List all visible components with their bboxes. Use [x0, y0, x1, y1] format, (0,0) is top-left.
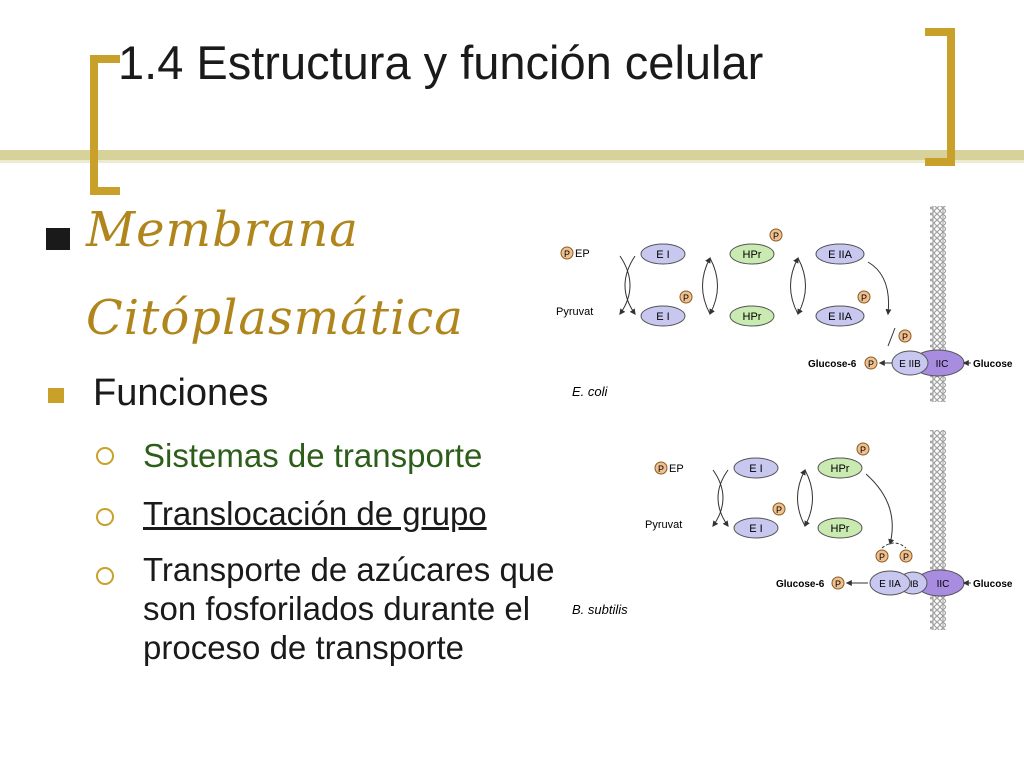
- slide-title: 1.4 Estructura y función celular: [118, 36, 764, 89]
- ecoli-hpr-top: [729, 243, 775, 265]
- svg-text:P: P: [902, 332, 908, 342]
- svg-text:P: P: [658, 464, 664, 474]
- ecoli-hpr-bottom: [729, 305, 775, 327]
- heading-line-2: Citóplasmática: [86, 290, 464, 346]
- svg-text:E IIA: E IIA: [828, 249, 853, 261]
- bsub-pep-label: EP: [669, 463, 684, 475]
- bsub-panel: P EP Pyruvat E I E I P HPr P HPr P P IIC…: [572, 430, 1013, 630]
- svg-text:HPr: HPr: [831, 463, 850, 475]
- header-rule: [0, 150, 1024, 160]
- svg-text:E I: E I: [656, 249, 669, 261]
- svg-text:HPr: HPr: [743, 249, 762, 261]
- header-rule-shadow: [0, 160, 1024, 163]
- svg-text:IIC: IIC: [937, 579, 950, 590]
- svg-text:E IIA: E IIA: [879, 579, 901, 590]
- ecoli-pyruvat-label: Pyruvat: [556, 306, 593, 318]
- ecoli-pep-p-label: P: [564, 249, 570, 259]
- svg-text:P: P: [861, 293, 867, 303]
- svg-text:E I: E I: [749, 523, 762, 535]
- ecoli-pep-label: EP: [575, 248, 590, 260]
- svg-text:P: P: [879, 552, 885, 562]
- list-item-sugar-transport: Transporte de azúcares que son fosforila…: [143, 551, 555, 666]
- ecoli-pep-p-icon: [560, 246, 574, 260]
- ecoli-organism-label: E. coli: [572, 384, 609, 399]
- svg-text:IIC: IIC: [936, 359, 949, 370]
- svg-text:HPr: HPr: [743, 311, 762, 323]
- ecoli-panel: P EP Pyruvat E I E I P HPr P HPr E IIA E…: [556, 206, 1013, 402]
- item-bullet-1: [96, 447, 114, 465]
- main-bullet-square: [46, 228, 70, 250]
- svg-text:P: P: [773, 231, 779, 241]
- ecoli-e1-bottom: [640, 305, 686, 327]
- list-item-transport: Sistemas de transporte: [143, 437, 483, 474]
- bsub-glucose-label: Glucose: [973, 579, 1013, 590]
- ecoli-e2a-top: [815, 243, 865, 265]
- svg-text:P: P: [868, 359, 874, 369]
- svg-text:E IIA: E IIA: [828, 311, 853, 323]
- ecoli-e1-top: [640, 243, 686, 265]
- left-bracket-ornament: [90, 55, 120, 195]
- svg-text:P: P: [835, 579, 841, 589]
- item-bullet-3: [96, 567, 114, 585]
- bsub-glucose6-label: Glucose-6: [776, 579, 825, 590]
- svg-text:HPr: HPr: [831, 523, 850, 535]
- svg-text:E I: E I: [656, 311, 669, 323]
- ecoli-glucose-label: Glucose: [973, 359, 1013, 370]
- right-bracket-ornament: [925, 28, 955, 166]
- section-label: Funciones: [93, 372, 269, 414]
- section-bullet: [48, 388, 64, 403]
- heading-line-1: Membrana: [86, 202, 359, 258]
- svg-text:P: P: [683, 293, 689, 303]
- ecoli-e2a-bottom: [815, 305, 865, 327]
- item-bullet-2: [96, 508, 114, 526]
- svg-text:E IIB: E IIB: [899, 359, 921, 370]
- svg-text:IIB: IIB: [907, 579, 918, 589]
- svg-text:E I: E I: [749, 463, 762, 475]
- bsub-pyruvat-label: Pyruvat: [645, 519, 682, 531]
- ecoli-glucose6-label: Glucose-6: [808, 359, 857, 370]
- bsub-membrane: [930, 430, 946, 630]
- pts-figure: P EP Pyruvat E I E I P HPr P HPr E IIA E…: [550, 196, 1024, 636]
- svg-text:P: P: [776, 505, 782, 515]
- list-item-group-translocation[interactable]: Translocación de grupo: [143, 495, 487, 532]
- bsub-organism-label: B. subtilis: [572, 602, 628, 617]
- svg-text:P: P: [903, 552, 909, 562]
- svg-text:P: P: [860, 445, 866, 455]
